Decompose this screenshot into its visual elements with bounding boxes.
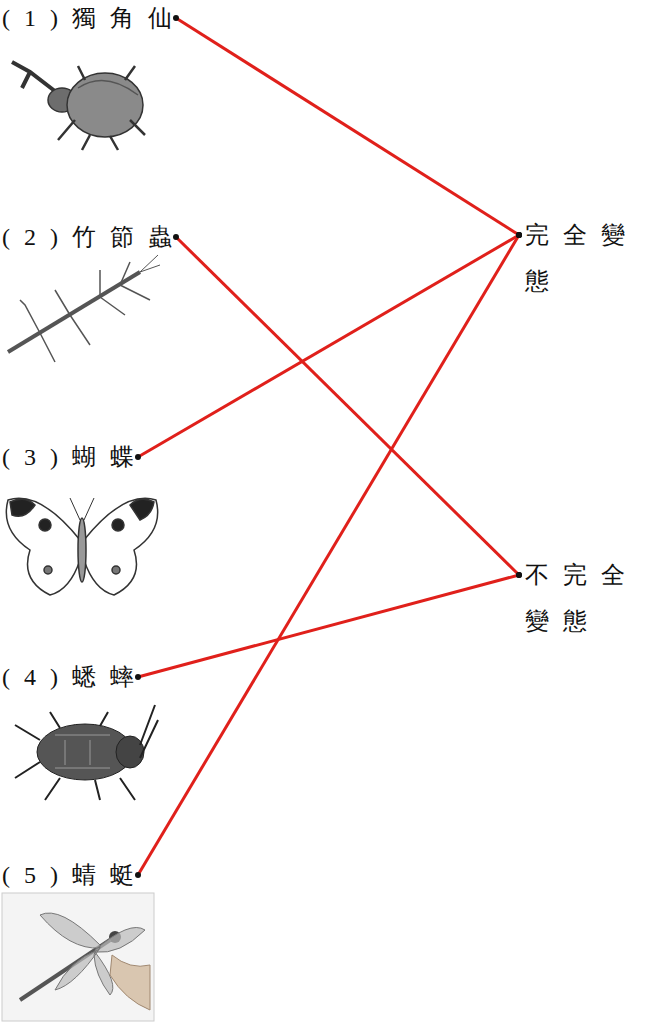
- node-text: (5)蜻蜓: [2, 861, 148, 889]
- node-text: (4)蟋蟀: [2, 663, 148, 691]
- match-line: [138, 235, 519, 457]
- cricket-picture: [15, 705, 158, 800]
- end-dot: [516, 572, 522, 578]
- end-dot: [516, 232, 522, 238]
- node-text: (2)竹節蟲: [2, 223, 186, 251]
- butterfly-picture: [6, 498, 157, 595]
- node-text: (1)獨角仙: [2, 4, 186, 32]
- end-dot: [516, 232, 522, 238]
- insect-label: (4)蟋蟀: [2, 663, 148, 691]
- match-line: [138, 575, 519, 677]
- insect-label: (3)蝴蝶: [2, 443, 148, 471]
- insect-label: (2)竹節蟲: [2, 223, 186, 251]
- end-dot: [516, 232, 522, 238]
- category-label: 完全變態: [525, 212, 645, 304]
- beetle-picture: [12, 62, 145, 150]
- match-line: [176, 18, 519, 235]
- end-dot: [516, 572, 522, 578]
- dragonfly-photo: [2, 893, 154, 1021]
- match-line: [138, 235, 519, 875]
- insect-label: (1)獨角仙: [2, 4, 186, 32]
- category-label: 不完全變態: [525, 552, 645, 644]
- stick-insect-picture: [8, 255, 160, 362]
- node-text: 完全變態: [525, 212, 645, 304]
- insect-label: (5)蜻蜓: [2, 861, 148, 889]
- node-text: (3)蝴蝶: [2, 443, 148, 471]
- node-text: 不完全變態: [525, 552, 645, 644]
